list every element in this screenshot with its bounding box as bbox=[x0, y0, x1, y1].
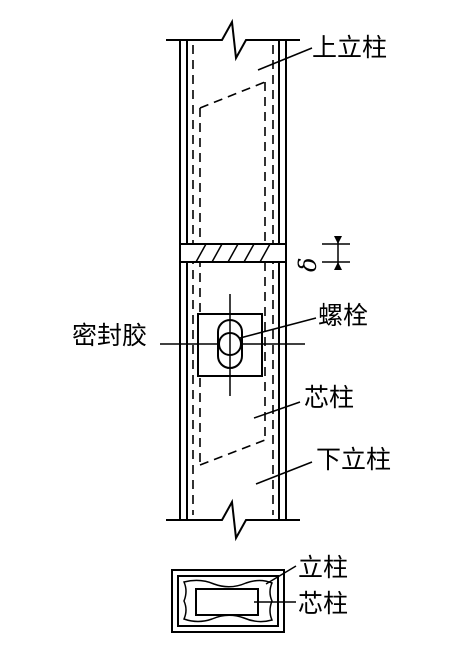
cross-section bbox=[171, 569, 285, 633]
sealant-label: 密封胶 bbox=[72, 321, 147, 350]
section-leader-lines bbox=[254, 565, 297, 603]
lower-column-label: 下立柱 bbox=[316, 445, 391, 474]
core-column-dashed-outline bbox=[192, 45, 274, 515]
gap-dimension bbox=[322, 236, 350, 270]
gap-symbol: δ bbox=[294, 258, 322, 272]
leader-lines bbox=[239, 47, 317, 485]
bolt-icon bbox=[217, 319, 243, 369]
top-break-line bbox=[166, 18, 300, 62]
core-column-label: 芯柱 bbox=[304, 383, 354, 412]
section-core-label: 芯柱 bbox=[298, 589, 348, 618]
column-outer-walls bbox=[179, 40, 287, 520]
bottom-break-line bbox=[166, 498, 300, 542]
gap-hatch-band bbox=[179, 243, 287, 263]
bolt-label: 螺栓 bbox=[318, 301, 368, 330]
section-column-label: 立柱 bbox=[298, 553, 348, 582]
upper-column-label: 上立柱 bbox=[312, 33, 387, 62]
